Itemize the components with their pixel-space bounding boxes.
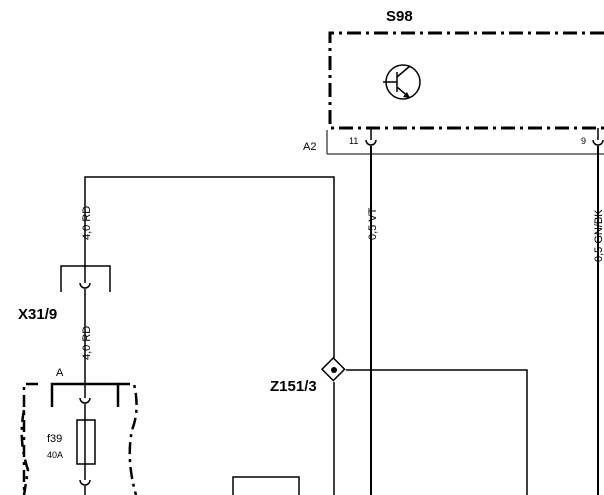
wire-red-upper: 4,0 RD: [81, 176, 335, 358]
wire-red-lower: 4,0 RD: [81, 289, 93, 390]
z151-3-splice: Z151/3: [270, 356, 528, 495]
transistor-icon: [383, 64, 421, 100]
wire-green-black-label: 0,5 GN/BK: [593, 209, 604, 262]
z151-3-label: Z151/3: [270, 378, 317, 395]
wire-red-lower-label: 4,0 RD: [81, 326, 93, 360]
pin-9-label: 9: [581, 136, 586, 146]
a2-connector-rail: A2 11 9: [303, 128, 604, 155]
a2-label: A2: [303, 141, 316, 153]
fuse-f39: [76, 419, 96, 465]
wire-green-black: 0,5 GN/BK: [593, 146, 604, 495]
pin-9-socket: [592, 139, 604, 146]
s98-module: S98: [328, 8, 604, 130]
fuse-f39-block: A f39 40A: [20, 367, 138, 495]
x31-9-label: X31/9: [18, 306, 57, 323]
x31-9-connector: X31/9: [18, 265, 111, 323]
wire-violet-label: 0,5 VT: [367, 207, 379, 240]
connector-a-label: A: [56, 367, 64, 379]
pin-11-socket: [365, 139, 377, 146]
fuse-f39-label: f39: [47, 433, 62, 445]
wire-violet: 0,5 VT: [367, 146, 379, 495]
partial-component-box: [232, 476, 300, 495]
fuse-f39-rating: 40A: [47, 450, 63, 460]
s98-label: S98: [386, 8, 413, 25]
pin-11-label: 11: [349, 136, 358, 146]
wire-red-upper-label: 4,0 RD: [81, 206, 93, 240]
